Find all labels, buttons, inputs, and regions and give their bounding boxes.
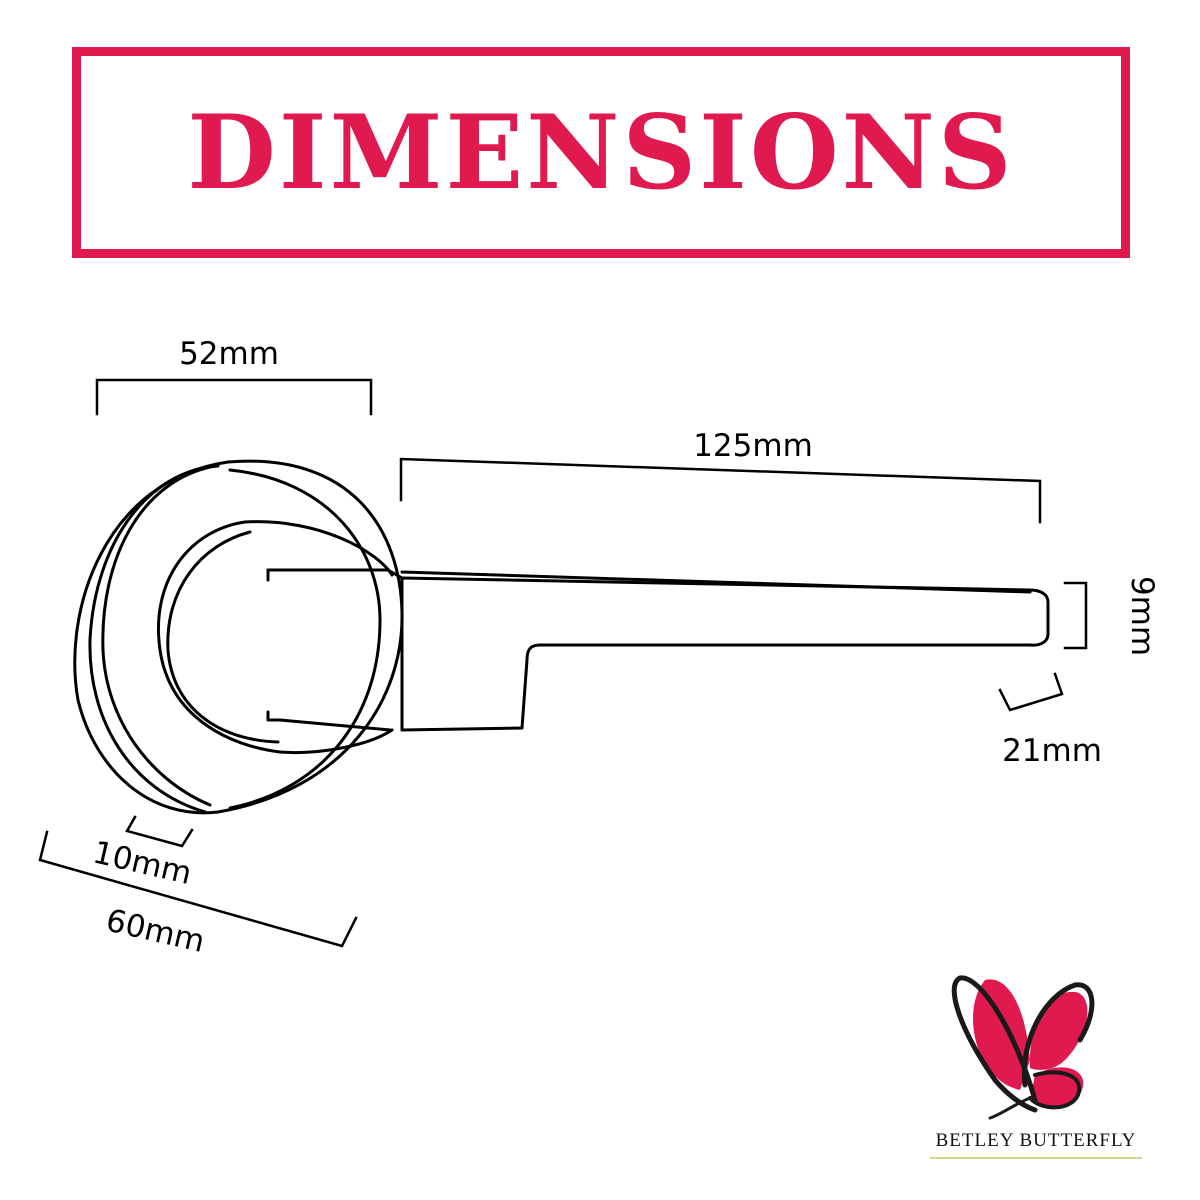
dim-bracket-60 xyxy=(38,830,358,948)
label-125mm: 125mm xyxy=(693,428,813,464)
dim-bracket-21 xyxy=(998,672,1064,712)
label-10mm: 10mm xyxy=(90,834,195,892)
label-9mm: 9mm xyxy=(1124,576,1160,656)
rose-inner-edge xyxy=(101,464,217,807)
brand-name: BETLEY BUTTERFLY xyxy=(935,1130,1137,1151)
lever-neck-top xyxy=(266,568,404,580)
brand-underline xyxy=(930,1157,1142,1159)
title-frame: DIMENSIONS xyxy=(72,47,1130,258)
neck-recess-inner xyxy=(166,530,280,744)
rose-outer xyxy=(73,459,404,815)
lever-neck-bottom xyxy=(266,718,392,732)
rose-face-edge xyxy=(228,468,382,810)
lever-top-edge xyxy=(400,570,1032,594)
dim-bracket-9 xyxy=(1063,581,1088,650)
label-52mm: 52mm xyxy=(179,336,279,372)
page-title: DIMENSIONS xyxy=(187,92,1015,213)
dim-bracket-125 xyxy=(399,457,1042,524)
lever-body xyxy=(400,576,1050,732)
neck-recess xyxy=(157,520,394,755)
dim-bracket-52 xyxy=(95,378,373,416)
label-60mm: 60mm xyxy=(103,902,208,960)
dim-bracket-10 xyxy=(125,815,194,848)
label-21mm: 21mm xyxy=(1002,733,1102,769)
butterfly-logo xyxy=(951,975,1095,1120)
rose-back-edge xyxy=(88,464,220,814)
